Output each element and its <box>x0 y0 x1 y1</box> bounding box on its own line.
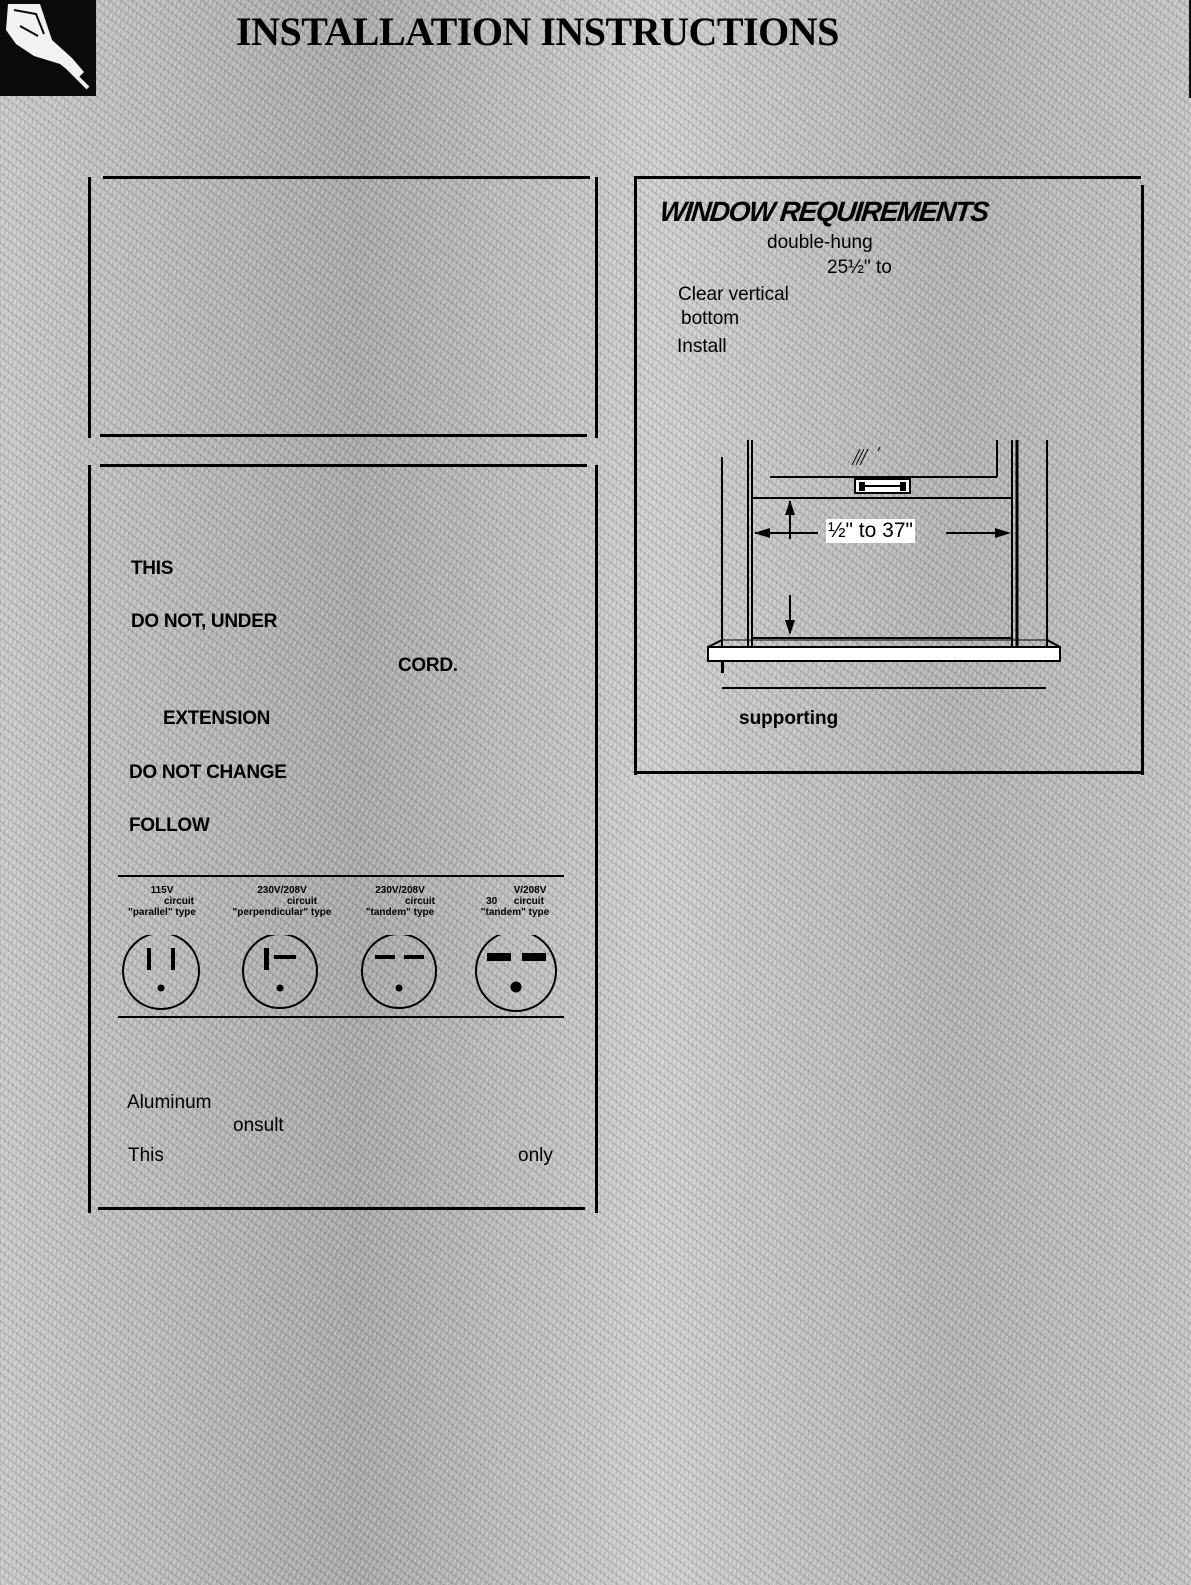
electrical-line-1: THIS <box>131 558 174 579</box>
large-tandem-outlet-icon <box>475 935 557 1012</box>
window-requirements-title: WINDOW REQUIREMENTS <box>658 196 990 227</box>
window-caption: supporting <box>739 708 839 729</box>
window-line-3: Clear vertical <box>678 284 789 305</box>
window-line-4: bottom <box>681 308 740 329</box>
parallel-outlet-icon <box>122 935 200 1010</box>
this-note: This <box>128 1145 164 1166</box>
only-note: only <box>518 1145 553 1166</box>
receptacle-label-3: 230V/208V circuit "tandem" type <box>365 885 435 918</box>
window-dimension-label: ½" to 37" <box>826 519 915 543</box>
page-title: INSTALLATION INSTRUCTIONS <box>236 9 839 54</box>
receptacle-label-4: V/208V 30 circuit "tandem" type <box>480 885 550 918</box>
window-line-1: double-hung <box>767 232 873 253</box>
tandem-outlet-icon <box>361 935 437 1009</box>
window-diagram <box>707 440 1061 673</box>
receptacle-label-2: 230V/208V circuit "perpendicular" type <box>232 885 332 918</box>
electrical-line-5: DO NOT CHANGE <box>129 762 287 783</box>
receptacle-label-1: 115V circuit "parallel" type <box>128 885 196 918</box>
aluminum-note: Aluminum <box>127 1092 212 1113</box>
electrical-line-2: DO NOT, UNDER <box>131 611 277 632</box>
receptacle-bottom-rule <box>118 1016 564 1018</box>
receptacle-diagram <box>122 935 557 1012</box>
consult-note: onsult <box>233 1115 284 1136</box>
electrical-line-6: FOLLOW <box>129 815 210 836</box>
window-line-2: 25½" to <box>827 257 892 278</box>
perpendicular-outlet-icon <box>242 935 318 1009</box>
hand-screwdriver-icon <box>0 0 96 96</box>
electrical-line-3: CORD. <box>398 655 458 676</box>
window-line-5: Install <box>677 336 727 357</box>
receptacle-top-rule <box>118 875 564 877</box>
window-caption-rule <box>722 687 1046 689</box>
electrical-line-4: EXTENSION <box>163 708 271 729</box>
